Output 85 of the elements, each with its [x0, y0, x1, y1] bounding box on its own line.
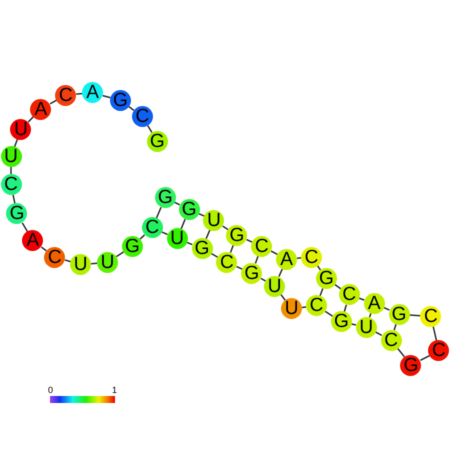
base-pair-line — [344, 304, 348, 312]
nucleotide-circle: U — [10, 119, 32, 140]
backbone-line — [236, 266, 242, 270]
backbone-line — [420, 355, 430, 361]
base-pair-line — [319, 288, 324, 296]
nucleotide-circle: G — [226, 224, 248, 246]
nucleotide-circle: C — [428, 340, 450, 362]
nucleotide-circle: G — [6, 203, 28, 224]
backbone-line — [351, 323, 356, 326]
nucleotide-circle: A — [276, 248, 298, 270]
nucleotide-circle: G — [400, 354, 422, 376]
nucleotide-circle: U — [166, 228, 188, 250]
nucleotide-circle: C — [380, 330, 402, 351]
nucleotide-circle: C — [338, 284, 360, 306]
backbone-line — [432, 326, 438, 341]
nucleotide-circle: G — [192, 238, 213, 259]
backbone-line — [140, 234, 146, 240]
base-pair-line — [254, 256, 259, 264]
backbone-line — [409, 314, 420, 316]
nucleotide-circle: G — [122, 236, 143, 257]
nucleotide-circle: U — [264, 276, 286, 297]
nucleotide-circle: U — [281, 298, 302, 320]
backbone-line — [297, 257, 302, 259]
nucleotide-circle: A — [364, 292, 385, 314]
base-pair-line — [205, 230, 211, 239]
backbone-line — [76, 92, 82, 95]
nucleotide-circle: A — [82, 82, 104, 104]
backbone-line — [50, 100, 57, 105]
scale-label: 0 — [48, 386, 54, 395]
backbone-line — [222, 225, 229, 230]
nucleotide-circle: C — [420, 306, 442, 327]
nucleotide-circle: C — [300, 246, 322, 268]
nucleotide-circle: C — [306, 295, 327, 316]
nucleotide-circle: U — [356, 316, 377, 338]
backbone-line — [14, 139, 18, 147]
nucleotide-circle: G — [241, 262, 262, 284]
backbone-line — [302, 306, 306, 308]
nucleotide-circle: C — [132, 106, 153, 128]
nucleotide-circle: G — [146, 130, 168, 152]
nucleotide-circle: U — [70, 254, 92, 276]
backbone-line — [334, 284, 342, 290]
backbone-line — [246, 238, 252, 243]
nucleotide-circle: C — [142, 217, 163, 238]
backbone-line — [358, 298, 364, 301]
backbone-line — [397, 348, 406, 358]
base-pair-line — [393, 324, 397, 330]
base-pair-line — [278, 268, 284, 277]
backbone-line — [64, 259, 71, 262]
nucleotide-circle: A — [22, 230, 44, 252]
scale-label: 1 — [112, 386, 118, 395]
nucleotide-circle: U — [0, 146, 22, 168]
backbone-line — [12, 194, 16, 204]
backbone-line — [375, 331, 382, 336]
backbone-line — [162, 231, 168, 236]
backbone-line — [270, 250, 278, 255]
nucleotide-circle: C — [251, 236, 272, 257]
nucleotide-circle: G — [316, 268, 337, 290]
backbone-line — [116, 251, 124, 258]
nucleotide-circle: C — [216, 252, 238, 273]
base-pair-line — [368, 313, 372, 318]
backbone-line — [22, 222, 28, 232]
base-pair-line — [156, 206, 162, 218]
nucleotide-circle: C — [44, 246, 66, 268]
nucleotide-circle: G — [330, 311, 352, 332]
nucleotide-circle: G — [178, 198, 200, 220]
nucleotide-circle: G — [388, 304, 410, 325]
backbone-line — [260, 278, 266, 282]
backbone-line — [186, 242, 193, 246]
backbone-line — [174, 202, 180, 206]
nucleotide-circle: C — [0, 174, 22, 196]
backbone-line — [324, 310, 333, 317]
base-pair-line — [180, 218, 186, 230]
nucleotide-circle: U — [203, 210, 224, 231]
nucleotide-circle: U — [97, 252, 118, 273]
backbone-line — [10, 167, 12, 174]
backbone-line — [147, 125, 152, 133]
backbone-line — [91, 262, 98, 264]
nucleotide-circle: G — [154, 187, 176, 208]
backbone-line — [384, 306, 390, 311]
backbone-line — [40, 246, 47, 252]
nucleotide-circle: C — [55, 84, 76, 106]
backbone-line — [102, 94, 111, 98]
nucleotide-circle: G — [110, 90, 131, 111]
nucleotide-circle: A — [30, 98, 52, 120]
base-pair-line — [230, 245, 234, 253]
